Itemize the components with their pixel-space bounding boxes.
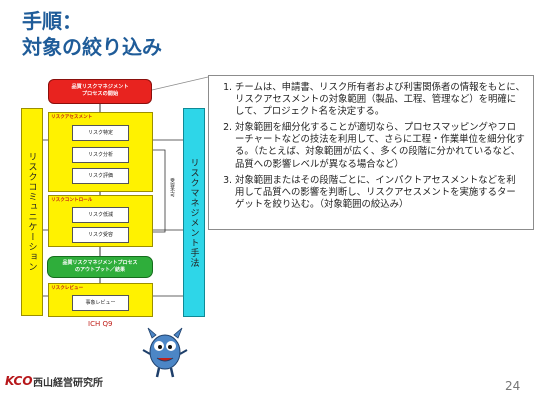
source-label: ICH Q9 bbox=[88, 320, 113, 328]
monster-mascot-icon bbox=[142, 327, 188, 378]
steps-callout: チームは、申請書、リスク所有者および利害関係者の情報をもとに、リスクアセスメント… bbox=[208, 75, 534, 230]
logo-text: 西山経営研究所 bbox=[33, 377, 103, 389]
step-item: 対象範囲またはその段階ごとに、インパクトアセスメントなどを利用して品質への影響を… bbox=[235, 175, 525, 211]
steps-list: チームは、申請書、リスク所有者および利害関係者の情報をもとに、リスクアセスメント… bbox=[217, 82, 525, 211]
risk-control-box: リスクコントロール リスク低減 リスク受容 bbox=[48, 195, 153, 247]
risk-assessment-box: リスクアセスメント リスク特定 リスク分析 リスク評価 bbox=[48, 112, 153, 192]
logo-mark-icon: KCO bbox=[5, 374, 33, 388]
step-item: チームは、申請書、リスク所有者および利害関係者の情報をもとに、リスクアセスメント… bbox=[235, 82, 525, 118]
event-review-box: 事象レビュー bbox=[72, 295, 129, 311]
output-pill: 品質リスクマネジメントプロセス のアウトプット／結果 bbox=[47, 256, 153, 278]
risk-assessment-label: リスクアセスメント bbox=[51, 115, 93, 120]
risk-evaluate-box: リスク評価 bbox=[72, 168, 129, 184]
risk-control-label: リスクコントロール bbox=[51, 198, 93, 203]
start-process-pill: 品質リスクマネジメント プロセスの開始 bbox=[48, 79, 152, 104]
risk-communication-label: リスクコミュニケーション bbox=[26, 152, 37, 272]
start-process-label: 品質リスクマネジメント プロセスの開始 bbox=[71, 84, 129, 97]
risk-identify-box: リスク特定 bbox=[72, 125, 129, 141]
risk-accept-box: リスク受容 bbox=[72, 227, 129, 243]
risk-communication-bar: リスクコミュニケーション bbox=[21, 108, 43, 316]
risk-reduce-box: リスク低減 bbox=[72, 207, 129, 223]
risk-management-tools-bar: リスクマネジメント手法 bbox=[183, 108, 205, 317]
title-line-1: 手順： bbox=[22, 9, 82, 33]
title-line-2: 対象の絞り込み bbox=[22, 35, 162, 59]
risk-management-tools-label: リスクマネジメント手法 bbox=[188, 157, 199, 268]
risk-review-label: リスクレビュー bbox=[51, 286, 84, 291]
page-number: 24 bbox=[505, 379, 521, 393]
output-label: 品質リスクマネジメントプロセス のアウトプット／結果 bbox=[62, 260, 138, 273]
page-title: 手順： 対象の絞り込み bbox=[22, 8, 162, 60]
step-item: 対象範囲を細分化することが適切なら、プロセスマッピングやフローチャートなどの技法… bbox=[235, 122, 525, 170]
company-logo: KCO 西山経営研究所 bbox=[5, 371, 103, 391]
risk-analyze-box: リスク分析 bbox=[72, 147, 129, 163]
unacceptable-label: 受容不可 bbox=[169, 178, 174, 198]
risk-review-box: リスクレビュー 事象レビュー bbox=[48, 283, 153, 317]
